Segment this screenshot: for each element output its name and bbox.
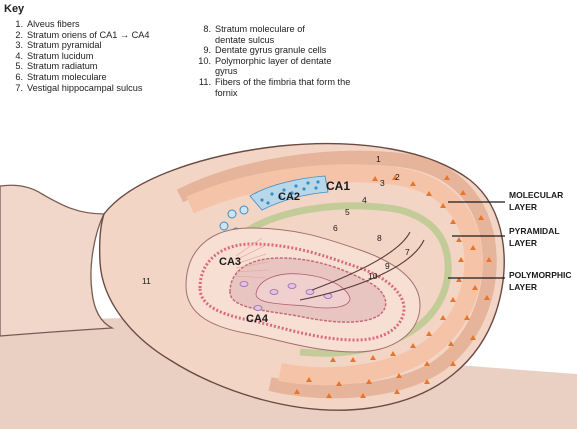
key-item-number: 8. <box>203 24 211 34</box>
key-item: 6. Stratum moleculare <box>8 72 193 83</box>
hippocampus-diagram: CA1 CA2 CA3 CA4 1 2 3 4 5 6 7 8 9 10 11 … <box>0 142 577 429</box>
granule-cell-layer <box>198 242 406 342</box>
key-item-text: Stratum lucidum <box>27 50 94 61</box>
pyramidal-layer-label-line2: LAYER <box>509 238 537 248</box>
ca4-cells <box>239 281 333 311</box>
mossy-fiber-fan <box>235 237 269 279</box>
key-item-number: 2. <box>15 29 23 40</box>
pyramidal-layer-band <box>186 164 483 386</box>
key-item: 2. Stratum oriens of CA1 → CA4 <box>8 30 193 41</box>
polymorphic-layer-label-line2: LAYER <box>509 282 537 292</box>
key-title: Key <box>4 3 25 15</box>
key-item: 3. Stratum pyramidal <box>8 40 193 51</box>
key-item-text: Stratum moleculare of dentate sulcus <box>215 24 305 45</box>
molecular-layer-label: MOLECULAR <box>509 190 563 200</box>
number-label-8: 8 <box>377 233 382 243</box>
hippocampal-sulcus-line <box>299 231 425 301</box>
key-item-text: Vestigal hippocampal sulcus <box>27 82 143 93</box>
number-label-1: 1 <box>376 154 381 164</box>
key-item: 9. Dentate gyrus granule cells <box>194 45 394 56</box>
polymorphic-layer-label: POLYMORPHIC <box>509 270 572 280</box>
molecular-layer-label-line2: LAYER <box>509 202 537 212</box>
key-item-number: 6. <box>15 71 23 82</box>
polymorphic-core <box>255 273 351 309</box>
number-label-2: 2 <box>395 172 400 182</box>
number-label-3: 3 <box>380 178 385 188</box>
key-item-text: Dentate gyrus granule cells <box>215 45 327 56</box>
key-column-2: 8. Stratum moleculare of dentate sulcus 9… <box>194 24 394 98</box>
number-label-5: 5 <box>345 207 350 217</box>
key-item: 1. Alveus fibers <box>8 19 193 30</box>
key-item-number: 3. <box>15 40 23 51</box>
key-item-text: Stratum oriens of CA1 → CA4 <box>27 29 150 40</box>
key-item-text: Fibers of the fimbria that form the forn… <box>215 76 351 98</box>
key-item: 4. Stratum lucidum <box>8 51 193 62</box>
number-label-4: 4 <box>362 195 367 205</box>
key-item-text: Alveus fibers <box>27 19 80 29</box>
key-item-number: 1. <box>15 19 23 29</box>
region-label-ca2: CA2 <box>278 191 300 203</box>
key-item-text: Polymorphic layer of dentate gyrus <box>215 55 332 77</box>
key-item-text: Stratum pyramidal <box>27 40 102 51</box>
layer-pointer-lines <box>448 201 505 279</box>
key-item-text: Stratum moleculare <box>27 71 107 82</box>
fimbria-hook <box>0 184 115 337</box>
key-item-number: 10. <box>198 55 211 66</box>
key-item: 10. Polymorphic layer of dentate gyrus <box>194 56 394 77</box>
key-item: 8. Stratum moleculare of dentate sulcus <box>194 24 394 45</box>
key-item-number: 4. <box>15 50 23 61</box>
key-item-number: 11. <box>198 76 211 87</box>
number-label-6: 6 <box>333 223 338 233</box>
region-label-ca1: CA1 <box>326 179 350 193</box>
ca2-cell-dots <box>260 180 320 205</box>
key-item-text: Stratum radiatum <box>27 61 98 72</box>
number-label-7: 7 <box>405 247 410 257</box>
region-label-ca4: CA4 <box>246 313 269 325</box>
pyramidal-layer-label: PYRAMIDAL <box>509 226 560 236</box>
key-column-1: 1. Alveus fibers 2. Stratum oriens of CA1 … <box>8 19 193 93</box>
key-item: 7. Vestigal hippocampal sulcus <box>8 83 193 94</box>
number-label-9: 9 <box>385 261 390 271</box>
key-item-number: 5. <box>15 61 23 72</box>
key-item-number: 9. <box>203 45 211 56</box>
alveus-band <box>176 150 497 399</box>
key-item: 11. Fibers of the fimbria that form the f… <box>194 77 394 98</box>
pyramidal-cell-markers <box>294 175 492 398</box>
key-item-number: 7. <box>15 82 23 93</box>
number-label-11: 11 <box>142 276 151 286</box>
key-item: 5. Stratum radiatum <box>8 61 193 72</box>
number-label-10: 10 <box>368 271 378 281</box>
region-label-ca3: CA3 <box>219 256 241 268</box>
